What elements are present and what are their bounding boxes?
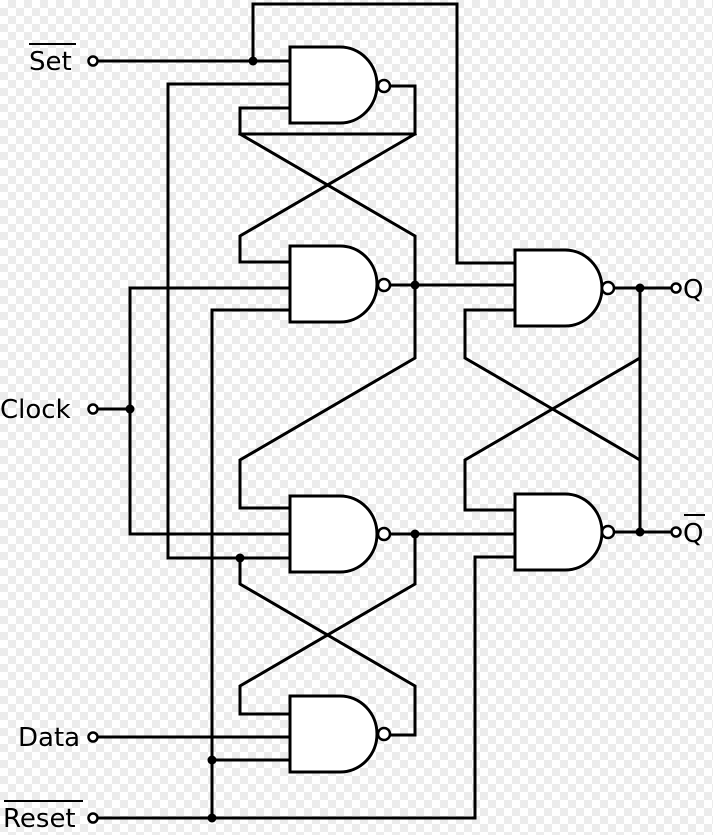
reset-label: Reset [3, 804, 76, 834]
inversion-bubble [376, 726, 392, 742]
wire-g4-fb [238, 556, 417, 737]
data-terminal [87, 731, 99, 743]
junction-dots [125, 56, 645, 823]
set-label: Set [29, 47, 72, 77]
wires [95, 2, 674, 820]
wire-g1-in2-g3-in3 [166, 82, 292, 560]
set-terminal [87, 55, 99, 67]
terminals [87, 55, 682, 824]
q-bar-terminal [670, 526, 682, 538]
data-label: Data [18, 723, 80, 753]
inversion-bubble [600, 280, 616, 296]
wire-clock-bus [128, 286, 292, 536]
nand-gate-6 [513, 492, 616, 572]
junction-dot [635, 527, 645, 537]
wire-reset [95, 555, 517, 820]
clock-terminal [87, 403, 99, 415]
nand-gate-4 [288, 694, 392, 774]
inversion-bubble [376, 526, 392, 542]
wire-cross-1 [237, 131, 417, 287]
nand-gate-3 [288, 494, 392, 574]
junction-dot [125, 404, 135, 414]
junction-dot [410, 529, 420, 539]
nand-gate-1 [288, 45, 392, 125]
wire-cross-2 [238, 131, 418, 264]
wire-g2-in3 [210, 308, 292, 762]
junction-dot [410, 280, 420, 290]
junction-dot [235, 553, 245, 563]
q-terminal [670, 282, 682, 294]
junction-dot [635, 283, 645, 293]
inversion-bubble [600, 524, 616, 540]
reset-terminal [87, 812, 99, 824]
q-bar-label: Q [683, 519, 703, 549]
wire-g1-out [238, 84, 417, 136]
junction-dot [207, 813, 217, 823]
wire-set-top-loop [251, 2, 517, 265]
inversion-bubble [376, 78, 392, 94]
wire-qbar-fb [463, 355, 642, 534]
inversion-bubble [376, 277, 392, 293]
labels: Set Clock Data Reset Q Q [0, 43, 705, 834]
wire-g3-fb [238, 532, 417, 716]
nand-gate-2 [288, 244, 392, 324]
clock-label: Clock [0, 395, 71, 425]
q-label: Q [683, 275, 703, 305]
nand-gate-5 [513, 248, 616, 328]
wire-cross-3 [238, 283, 417, 510]
junction-dot [207, 755, 217, 765]
junction-dot [248, 56, 258, 66]
